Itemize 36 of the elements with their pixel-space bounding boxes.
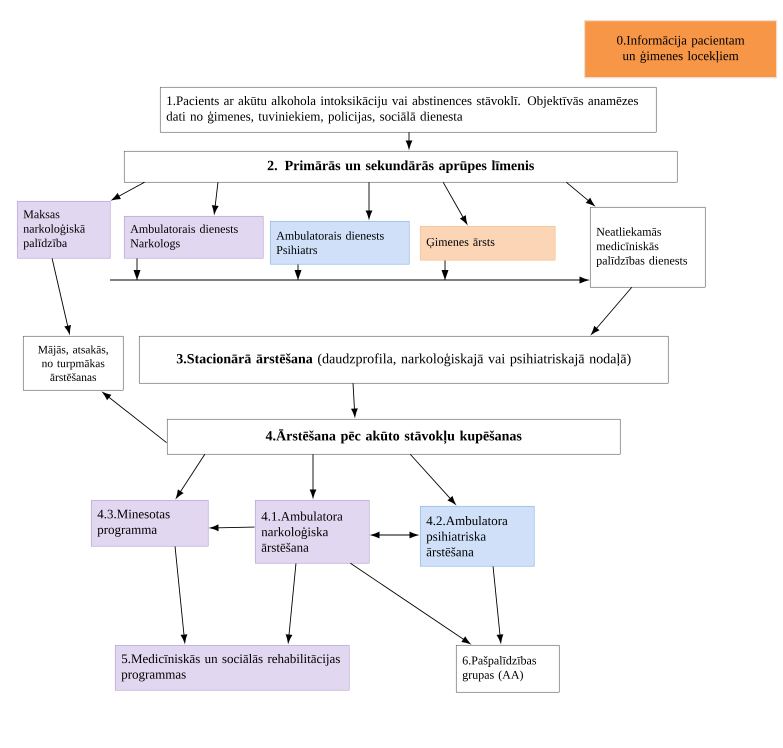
process-box: 4.1.Ambulatora narkoloģiska ārstēšana [255,500,370,564]
arrow [210,524,255,531]
arrow [442,260,588,284]
arrow [492,566,504,643]
process-box: Mājās, atsakās, no turpmākas ārstēšanas [23,336,124,390]
arrow [176,454,206,498]
arrow [566,182,595,206]
process-box: 2. Primārās un sekundārās aprūpes līmenis [124,151,678,182]
arrow [112,182,146,200]
process-box: Ambulatorais dienests Psihiatrs [270,221,410,264]
process-box: 4.Ārstēšana pēc akūto stāvokļu kupēšanas [167,419,620,454]
process-box: 1.Pacients ar akūtu alkohola intoksikāciju vai abstinences stāvoklī. Objektīvās anamēzes dati no ģimenes, tuviniekiem, policijas, sociālā dienesta [160,87,656,132]
arrow [310,454,316,498]
process-box: Ģimenes ārsts [420,226,556,260]
arrow [350,562,470,644]
info-box: 0.Informācija pacientam un ģimenes locekļiem [584,20,778,78]
process-box: Neatliekamās medicīniskās palīdzības dienests [590,207,706,288]
arrow [174,546,188,643]
arrow [366,182,372,219]
arrow [591,286,632,335]
process-box: 5.Medicīniskās un sociālās rehabilitācijas programmas [115,645,350,690]
arrow [410,454,456,505]
process-box: Maksas narkoloģiskā palīdzība [17,201,110,258]
arrow [371,532,418,538]
process-box: Ambulatorais dienests Narkologs [124,216,264,258]
process-box: 3.Stacionārā ārstēšana (daudzprofila, narkoloģiskajā vai psihiatriskajā nodaļā) [139,336,668,384]
process-box: 6.Pašpalīdzības grupas (AA) [456,645,560,692]
process-box: 4.2.Ambulatora psihiatriska ārstēšana [420,506,534,566]
arrow [286,563,296,643]
arrow [52,258,71,334]
arrow [351,383,358,417]
process-box: 4.3.Minesotas programma [91,500,208,546]
arrow [442,182,468,224]
arrow [102,392,168,444]
arrow [406,132,412,149]
arrow [212,182,218,214]
